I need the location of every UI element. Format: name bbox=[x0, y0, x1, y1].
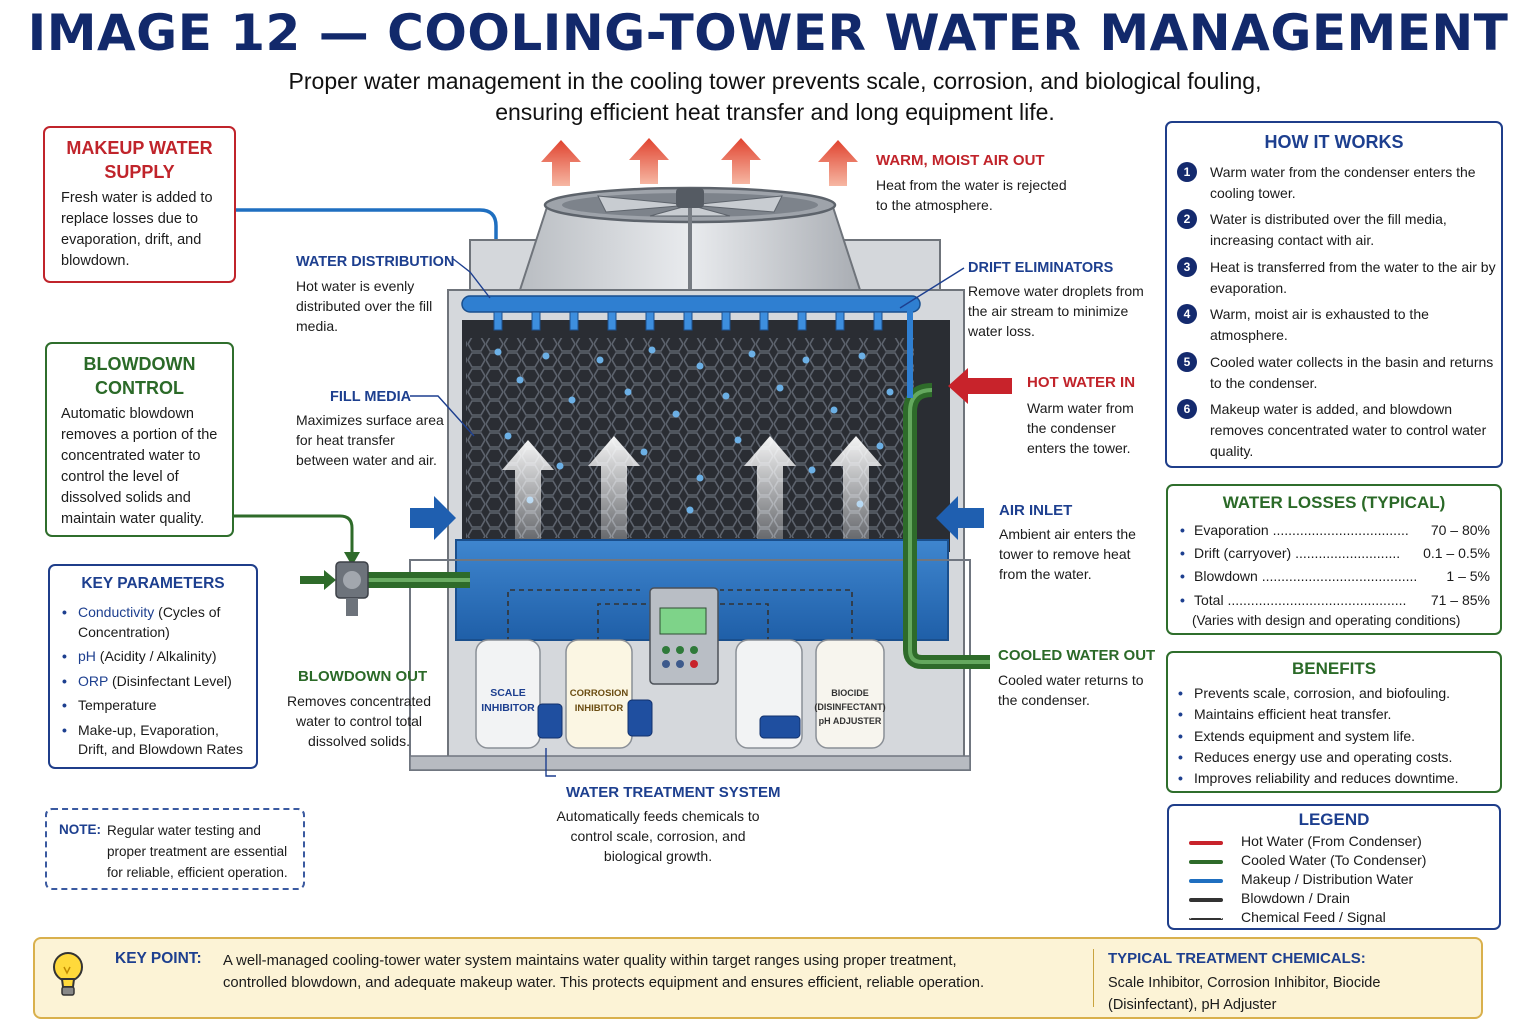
step-number: 5 bbox=[1177, 352, 1197, 372]
blowdown-control-heading: BLOWDOWN CONTROL bbox=[83, 354, 196, 398]
water-treatment-title: WATER TREATMENT SYSTEM bbox=[566, 784, 781, 801]
blowdown-in-arrow bbox=[300, 570, 336, 590]
drift-eliminators-text: Remove water droplets from the air strea… bbox=[968, 283, 1144, 339]
legend-swatch bbox=[1189, 918, 1223, 920]
water-losses-footnote: (Varies with design and operating condit… bbox=[1192, 613, 1461, 628]
water-losses-box: WATER LOSSES (TYPICAL) •Evaporation ....… bbox=[1166, 484, 1502, 635]
cooled-water-out-text: Cooled water returns to the condenser. bbox=[998, 672, 1144, 708]
note-box: NOTE: Regular water testing and proper t… bbox=[45, 808, 305, 890]
makeup-heading: MAKEUP WATER SUPPLY bbox=[66, 138, 213, 182]
treatment-controller bbox=[649, 587, 719, 685]
legend-box: LEGEND Hot Water (From Condenser) Cooled… bbox=[1167, 804, 1501, 930]
param-rates: Make-up, Evaporation, Drift, and Blowdow… bbox=[62, 721, 248, 760]
air-inlet-arrow-left bbox=[410, 496, 456, 540]
key-point-divider bbox=[1093, 949, 1094, 1007]
subtitle-line-1: Proper water management in the cooling t… bbox=[288, 68, 1262, 94]
benefit-item: Extends equipment and system life. bbox=[1178, 726, 1492, 748]
air-inlet-title: AIR INLET bbox=[999, 502, 1073, 519]
legend-swatch bbox=[1189, 879, 1223, 883]
subtitle-line-2: ensuring efficient heat transfer and lon… bbox=[495, 99, 1055, 125]
cooled-water-out-title: COOLED WATER OUT bbox=[998, 647, 1156, 664]
leader-lines bbox=[410, 257, 965, 777]
page-subtitle: Proper water management in the cooling t… bbox=[230, 66, 1320, 128]
legend-swatch bbox=[1189, 898, 1223, 902]
lightbulb-icon bbox=[53, 952, 83, 996]
how-it-works-heading: HOW IT WORKS bbox=[1264, 132, 1404, 152]
distribution-header bbox=[461, 295, 921, 313]
air-inlet-text: Ambient air enters the tower to remove h… bbox=[999, 526, 1136, 582]
blowdown-control-line bbox=[234, 514, 354, 556]
page-title: IMAGE 12 — COOLING-TOWER WATER MANAGEMEN… bbox=[27, 4, 1509, 62]
water-distribution-title: WATER DISTRIBUTION bbox=[296, 254, 455, 270]
key-point-text: A well-managed cooling-tower water syste… bbox=[223, 953, 985, 991]
param-temperature: Temperature bbox=[62, 696, 248, 716]
legend-swatch bbox=[1189, 841, 1223, 845]
drift-eliminators-title: DRIFT ELIMINATORS bbox=[968, 260, 1114, 276]
benefits-list: Prevents scale, corrosion, and biofoulin… bbox=[1178, 683, 1492, 790]
param-orp: ORP (Disinfectant Level) bbox=[62, 672, 248, 692]
warm-air-out-text: Heat from the water is rejected to the a… bbox=[876, 177, 1067, 213]
step-number: 6 bbox=[1177, 399, 1197, 419]
key-point-label: KEY POINT: bbox=[115, 950, 202, 967]
benefits-box: BENEFITS Prevents scale, corrosion, and … bbox=[1166, 651, 1502, 793]
spray-nozzles bbox=[493, 311, 883, 331]
warm-air-out-arrows bbox=[541, 138, 858, 186]
fill-media-text: Maximizes surface area for heat transfer… bbox=[296, 412, 444, 468]
key-parameters-list: Conductivity (Cycles of Concentration) p… bbox=[62, 603, 248, 760]
hot-water-in-arrow bbox=[948, 368, 1012, 404]
blowdown-valve bbox=[335, 561, 369, 616]
blowdown-control-text: Automatic blowdown removes a portion of … bbox=[61, 406, 218, 527]
benefit-item: Reduces energy use and operating costs. bbox=[1178, 747, 1492, 769]
makeup-water-line bbox=[236, 208, 498, 250]
benefit-item: Maintains efficient heat transfer. bbox=[1178, 704, 1492, 726]
metering-pumps bbox=[537, 699, 801, 739]
blowdown-out-title: BLOWDOWN OUT bbox=[298, 668, 428, 685]
chemical-feed-lines bbox=[507, 589, 853, 642]
step-number: 2 bbox=[1177, 209, 1197, 229]
benefits-heading: BENEFITS bbox=[1291, 659, 1377, 678]
legend-swatch bbox=[1189, 860, 1223, 864]
air-flow-up-arrows bbox=[502, 436, 882, 560]
water-treatment-text: Automatically feeds chemicals to control… bbox=[556, 808, 760, 864]
warm-air-out-title: WARM, MOIST AIR OUT bbox=[876, 152, 1045, 169]
step-number: 4 bbox=[1177, 304, 1197, 324]
treatment-chemicals-title: TYPICAL TREATMENT CHEMICALS: bbox=[1108, 950, 1366, 967]
key-parameters-heading: KEY PARAMETERS bbox=[81, 575, 225, 592]
param-ph: pH (Acidity / Alkalinity) bbox=[62, 647, 248, 667]
key-parameters-box: KEY PARAMETERS Conductivity (Cycles of C… bbox=[48, 564, 258, 769]
blowdown-control-box: BLOWDOWN CONTROL Automatic blowdown remo… bbox=[45, 342, 234, 537]
makeup-water-supply-box: MAKEUP WATER SUPPLY Fresh water is added… bbox=[43, 126, 236, 283]
note-text: Regular water testing and proper treatme… bbox=[107, 823, 288, 880]
air-inlet-arrow-right bbox=[936, 496, 984, 540]
note-label: NOTE: bbox=[59, 822, 101, 837]
benefit-item: Improves reliability and reduces downtim… bbox=[1178, 768, 1492, 790]
step-number: 1 bbox=[1177, 162, 1197, 182]
water-distribution-text: Hot water is evenly distributed over the… bbox=[296, 278, 433, 334]
hot-water-in-title: HOT WATER IN bbox=[1027, 374, 1136, 391]
benefit-item: Prevents scale, corrosion, and biofoulin… bbox=[1178, 683, 1492, 705]
fan-hub bbox=[676, 188, 704, 208]
legend-heading: LEGEND bbox=[1298, 810, 1370, 829]
biocide-tank-label: BIOCIDE(DISINFECTANT)pH ADJUSTER bbox=[814, 688, 886, 726]
fill-media-title: FILL MEDIA bbox=[330, 389, 412, 405]
key-point-bar: KEY POINT: A well-managed cooling-tower … bbox=[33, 937, 1483, 1019]
step-number: 3 bbox=[1177, 257, 1197, 277]
param-conductivity: Conductivity (Cycles of Concentration) bbox=[62, 603, 248, 642]
hot-water-in-text: Warm water from the condenser enters the… bbox=[1027, 400, 1134, 456]
water-losses-heading: WATER LOSSES (TYPICAL) bbox=[1222, 493, 1446, 512]
blowdown-out-text: Removes concentrated water to control to… bbox=[287, 693, 431, 749]
treatment-chemicals-text: Scale Inhibitor, Corrosion Inhibitor, Bi… bbox=[1108, 975, 1381, 1013]
makeup-text: Fresh water is added to replace losses d… bbox=[61, 190, 213, 269]
